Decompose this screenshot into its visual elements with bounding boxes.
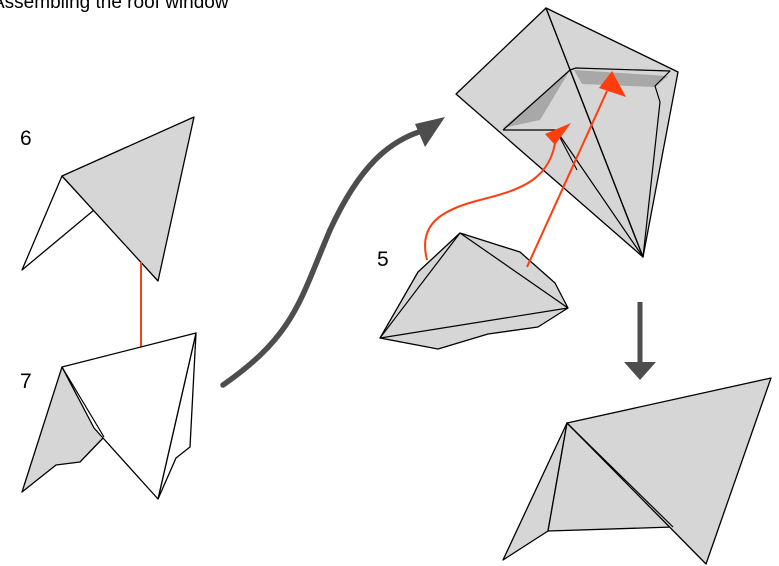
step-6-label: 6 (20, 127, 32, 150)
step-7-label: 7 (20, 370, 32, 393)
gray-down-arrow (624, 302, 656, 380)
final-roof-top-face (566, 377, 772, 565)
step-6-piece (21, 116, 195, 282)
step-6-gray-face (61, 116, 195, 282)
step-7-white-face (61, 332, 197, 500)
red-arrow-curved (424, 123, 571, 261)
roof-window-assembly (455, 7, 679, 258)
step-5-piece (379, 232, 569, 350)
red-arrow-straight (526, 71, 626, 268)
step-7-piece (21, 332, 197, 500)
page-title: Assembling the roof window (0, 0, 229, 13)
roof-window-right-shade (574, 70, 668, 87)
step-5-cap (379, 232, 569, 350)
final-roof-assembly (502, 377, 772, 565)
gray-curved-arrow (220, 117, 445, 388)
step-5-label: 5 (377, 248, 389, 271)
